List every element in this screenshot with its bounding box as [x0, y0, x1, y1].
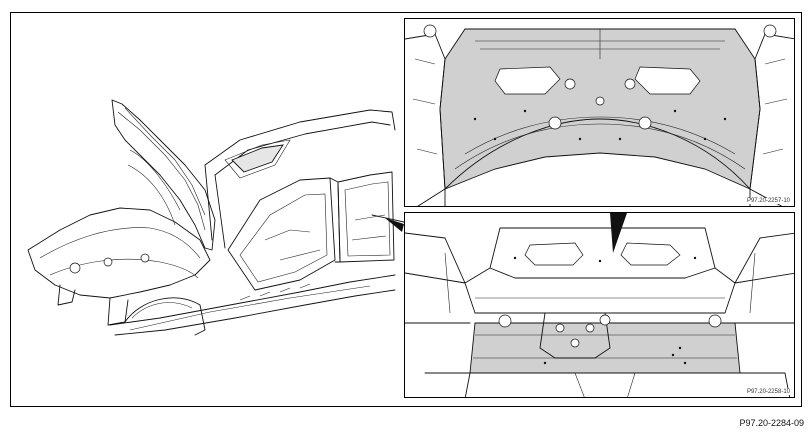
- inset-bottom-drawing: [405, 213, 794, 397]
- inset-top-code: P97.20-2257-10: [746, 198, 790, 204]
- inset-top-drawing: [405, 24, 794, 206]
- inset-bottom-code: P97.20-2258-10: [746, 389, 790, 395]
- figure-code: P97.20-2284-09: [739, 418, 804, 428]
- car-body-illustration: [27, 99, 404, 336]
- inset-bottom-detail: P97.20-2258-10: [404, 212, 795, 398]
- inset-top-detail: P97.20-2257-10: [404, 18, 795, 207]
